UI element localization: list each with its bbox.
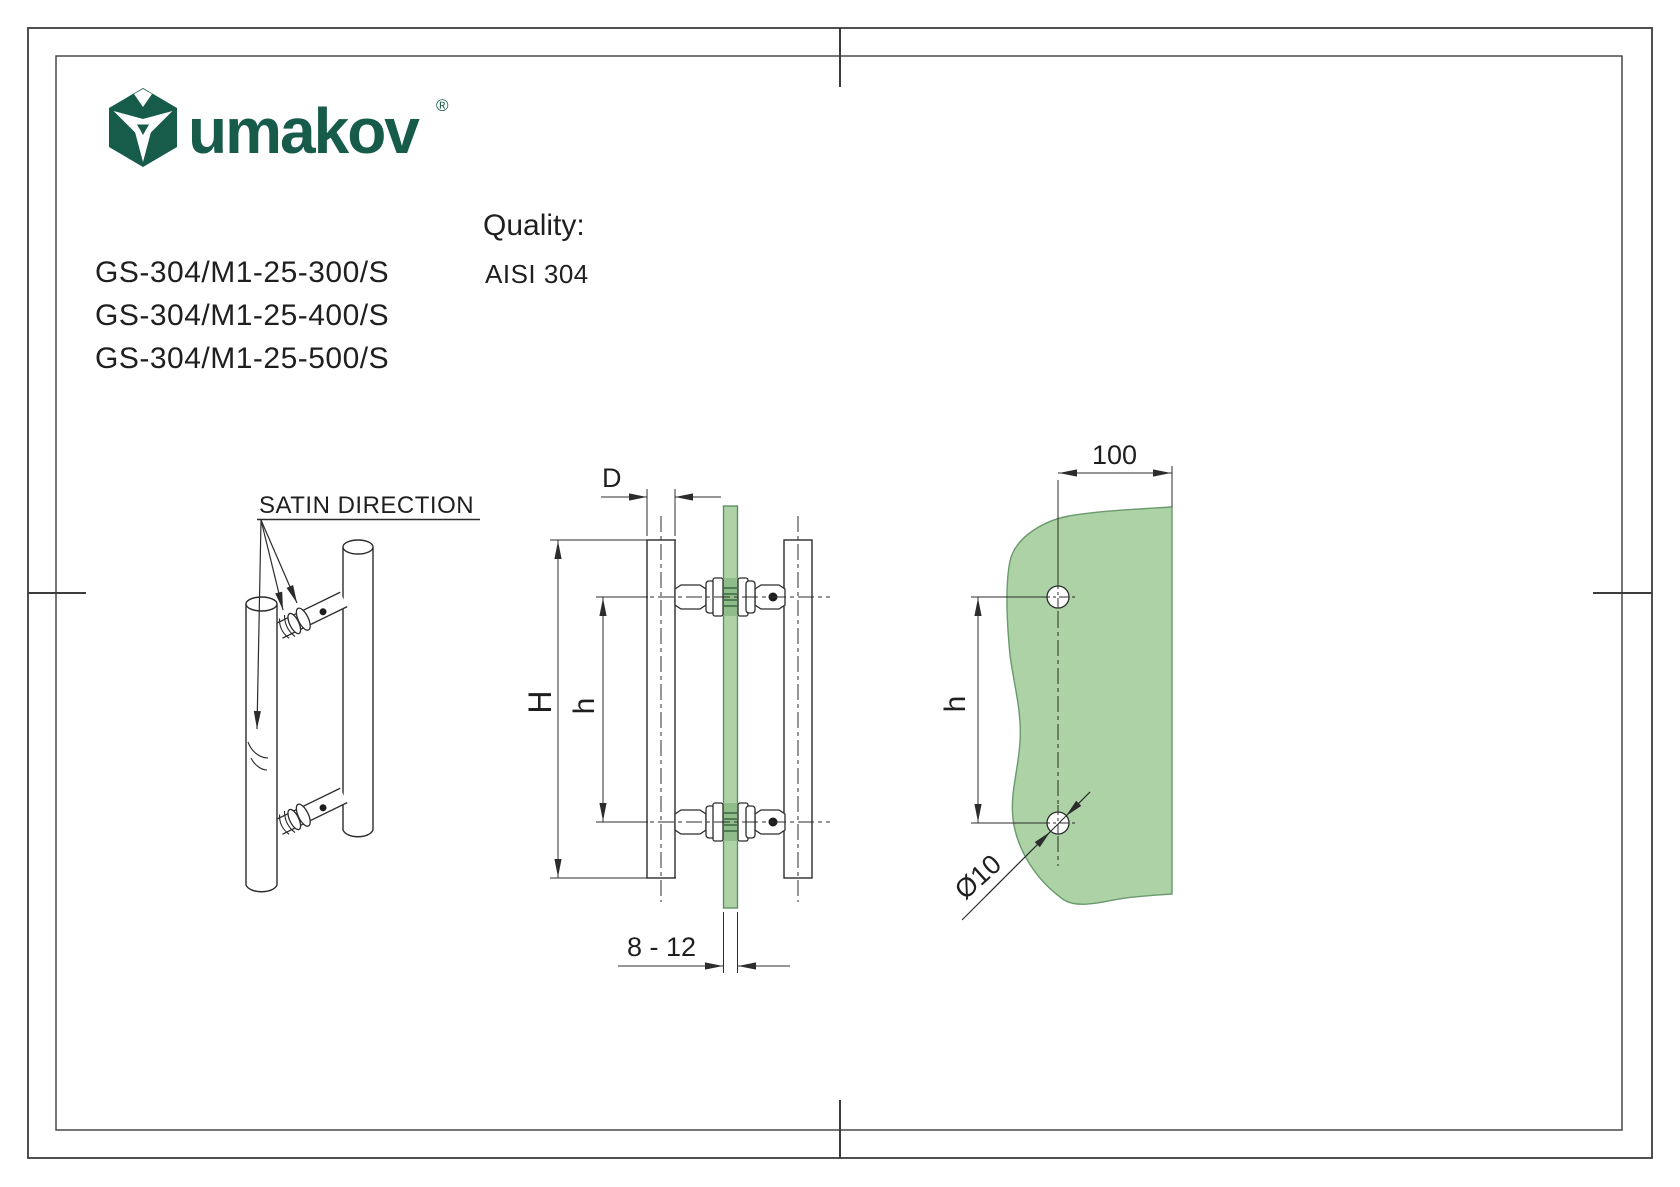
umakov-logo-icon xyxy=(109,88,177,167)
dimension-H xyxy=(550,539,676,879)
dim-label-D: D xyxy=(602,463,622,493)
satin-direction-callout xyxy=(253,518,480,730)
border-frame xyxy=(27,27,1653,1159)
satin-mark xyxy=(247,741,269,759)
dim-label-H: H xyxy=(522,690,558,714)
dimension-glass-thickness xyxy=(618,912,790,973)
glass-strip xyxy=(722,505,739,909)
tube-centerlines xyxy=(660,516,799,902)
dimension-h-side xyxy=(596,596,648,823)
dim-label-h-side: h xyxy=(568,697,601,715)
dimension-D xyxy=(601,489,721,536)
brand-logo-text: umakov xyxy=(188,95,420,167)
registered-trademark: ® xyxy=(436,96,449,115)
product-code: GS-304/M1-25-400/S xyxy=(95,299,390,332)
dimension-h-panel xyxy=(971,596,1046,824)
dimension-100 xyxy=(1057,466,1173,584)
hole-diameter-leader xyxy=(961,791,1091,921)
product-code: GS-304/M1-25-300/S xyxy=(95,256,390,289)
glass-panel-view xyxy=(961,466,1173,921)
product-code: GS-304/M1-25-500/S xyxy=(95,342,390,375)
quality-value: AISI 304 xyxy=(485,259,589,289)
side-view xyxy=(550,489,830,973)
dim-label-glass-thickness: 8 - 12 xyxy=(627,932,697,962)
quality-label: Quality: xyxy=(483,209,585,242)
isometric-view xyxy=(245,518,480,893)
back-tube xyxy=(342,539,374,838)
upper-support-arm xyxy=(273,588,350,643)
front-tube xyxy=(245,596,278,893)
fitting-centerlines xyxy=(630,596,830,823)
glass-panel xyxy=(1006,506,1173,905)
lower-support-arm xyxy=(273,784,350,839)
dim-label-100: 100 xyxy=(1092,440,1138,470)
satin-direction-label: SATIN DIRECTION xyxy=(259,492,475,519)
satin-mark xyxy=(250,757,268,771)
dim-label-h-panel: h xyxy=(939,695,972,713)
